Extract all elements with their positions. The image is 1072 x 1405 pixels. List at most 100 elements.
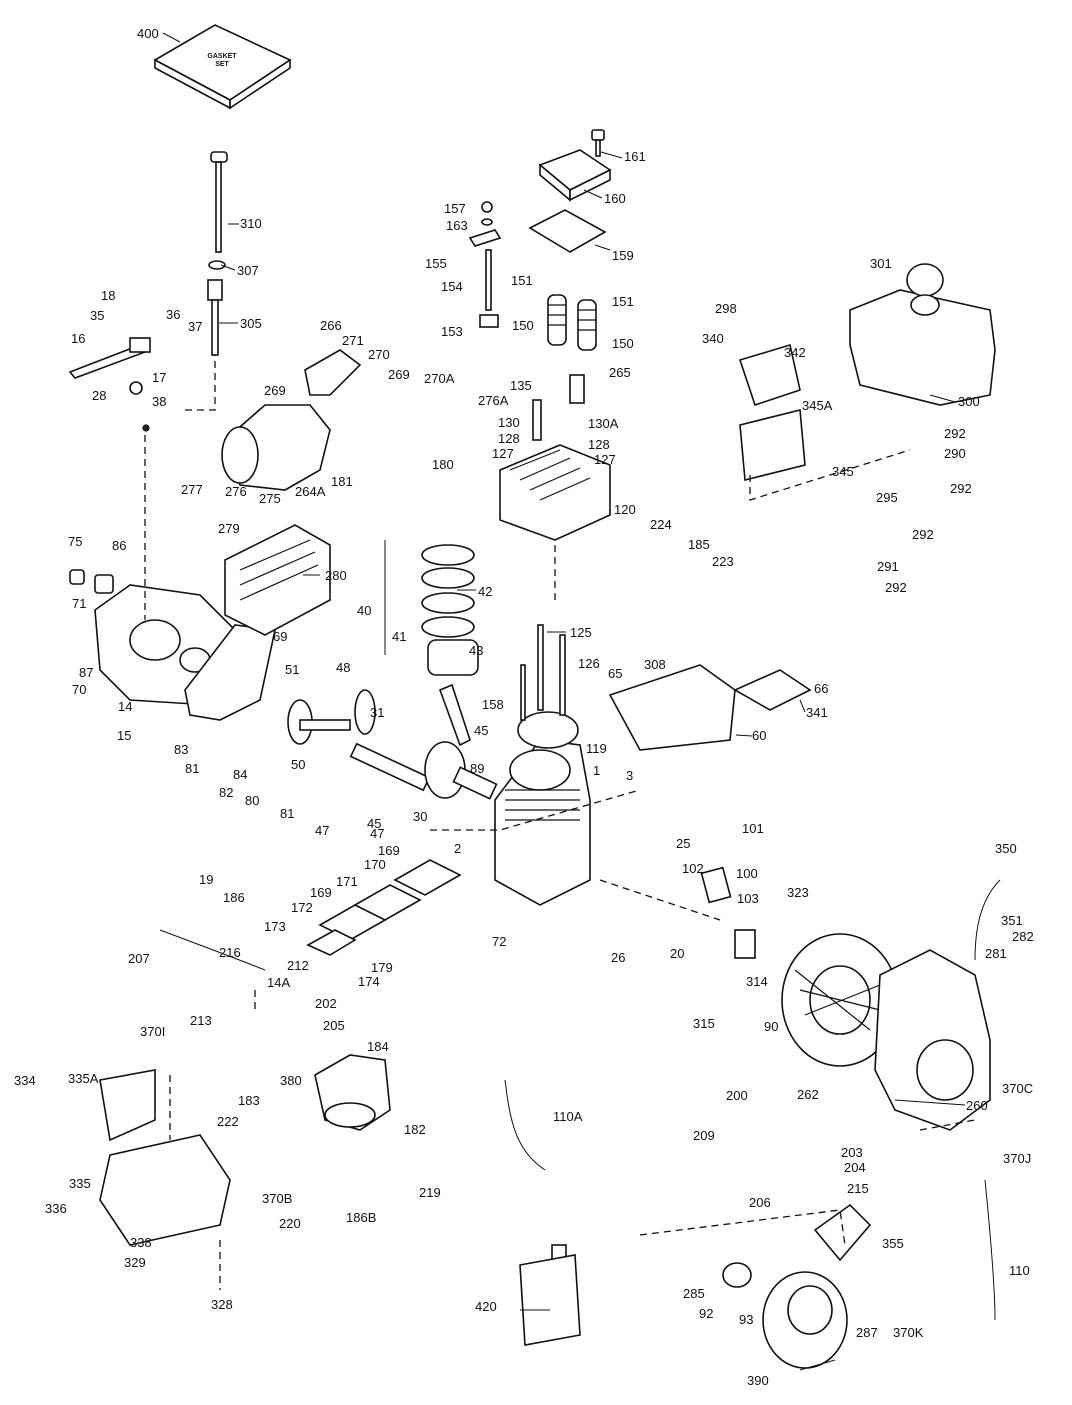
callout: 125 — [570, 625, 592, 640]
callout: 350 — [995, 841, 1017, 856]
gasket-set-box: GASKET SET — [153, 24, 292, 110]
callout: 345 — [832, 464, 854, 479]
piston-assembly — [384, 540, 479, 676]
callout: 315 — [693, 1016, 715, 1031]
callout: 83 — [174, 742, 188, 757]
callout: 130A — [588, 416, 619, 431]
callout: 292 — [885, 580, 907, 595]
callout: 213 — [190, 1013, 212, 1028]
blower-housing — [874, 949, 991, 1131]
callout: 50 — [291, 757, 305, 772]
rocker-arm-assembly — [468, 201, 597, 351]
callout: 182 — [404, 1122, 426, 1137]
callout: 37 — [188, 319, 202, 334]
callout: 35 — [90, 308, 104, 323]
fuel-tank — [849, 263, 996, 406]
callout: 2 — [454, 841, 461, 856]
callout: 380 — [280, 1073, 302, 1088]
callout: 120 — [614, 502, 636, 517]
callout: 157 — [444, 201, 466, 216]
callout: 126 — [578, 656, 600, 671]
callout: 277 — [181, 482, 203, 497]
cylinder-shroud — [224, 524, 331, 636]
callout: 295 — [876, 490, 898, 505]
tank-bracket — [738, 343, 806, 482]
callout: 292 — [944, 426, 966, 441]
callout: 173 — [264, 919, 286, 934]
callout: 127 — [594, 452, 616, 467]
callout: 203 — [841, 1145, 863, 1160]
callout: 81 — [185, 761, 199, 776]
callout: 276 — [225, 484, 247, 499]
callout: 19 — [199, 872, 213, 887]
callout: 351 — [1001, 913, 1023, 928]
callout: 264A — [295, 484, 326, 499]
callout: 329 — [124, 1255, 146, 1270]
muffler — [221, 349, 362, 491]
callout: 300 — [958, 394, 980, 409]
callout: 47 — [315, 823, 329, 838]
connecting-rod — [438, 683, 471, 747]
callout: 282 — [1012, 929, 1034, 944]
callout: 25 — [676, 836, 690, 851]
callout: 128 — [588, 437, 610, 452]
callout: 323 — [787, 885, 809, 900]
callout: 158 — [482, 697, 504, 712]
callout: 269 — [264, 383, 286, 398]
crankcase-gasket — [184, 624, 276, 721]
callout: 172 — [291, 900, 313, 915]
callout: 127 — [492, 446, 514, 461]
callout: 38 — [152, 394, 166, 409]
gasket-box-line1: GASKET — [207, 53, 237, 60]
callout: 151 — [612, 294, 634, 309]
callout: 47 — [370, 826, 384, 841]
callout: 51 — [285, 662, 299, 677]
callout: 275 — [259, 491, 281, 506]
callout: 130 — [498, 415, 520, 430]
callout: 100 — [736, 866, 758, 881]
callout: 155 — [425, 256, 447, 271]
callout: 200 — [726, 1088, 748, 1103]
breather-cover — [528, 129, 612, 253]
air-baffle — [608, 664, 812, 751]
callout: 209 — [693, 1128, 715, 1143]
callout: 84 — [233, 767, 247, 782]
callout: 14 — [118, 699, 132, 714]
callout: 28 — [92, 388, 106, 403]
callout: 154 — [441, 279, 463, 294]
callout: 400 — [137, 26, 159, 41]
callout: 370C — [1002, 1081, 1033, 1096]
callout: 174 — [358, 974, 380, 989]
callout: 215 — [847, 1181, 869, 1196]
callout: 355 — [882, 1236, 904, 1251]
callout: 260 — [966, 1098, 988, 1113]
callout: 335 — [69, 1176, 91, 1191]
callout: 135 — [510, 378, 532, 393]
callout: 202 — [315, 996, 337, 1011]
callout: 150 — [612, 336, 634, 351]
callout-labels: 400 161 160 157 163 159 155 154 151 151 … — [14, 26, 1034, 1388]
callout: 310 — [240, 216, 262, 231]
callout: 183 — [238, 1093, 260, 1108]
recoil-starter — [722, 1203, 872, 1369]
callout: 205 — [323, 1018, 345, 1033]
callout: 308 — [644, 657, 666, 672]
assembly-dashes — [144, 355, 976, 1290]
callout: 93 — [739, 1312, 753, 1327]
callout: 1 — [593, 763, 600, 778]
callout: 220 — [279, 1216, 301, 1231]
callout: 161 — [624, 149, 646, 164]
callout: 81 — [280, 806, 294, 821]
callout: 271 — [342, 333, 364, 348]
callout: 265 — [609, 365, 631, 380]
callout: 276A — [478, 393, 509, 408]
camshaft — [287, 689, 376, 745]
callout: 222 — [217, 1114, 239, 1129]
callout: 30 — [413, 809, 427, 824]
callout: 43 — [469, 643, 483, 658]
callout: 184 — [367, 1039, 389, 1054]
callout: 290 — [944, 446, 966, 461]
callout: 89 — [470, 761, 484, 776]
flywheel — [781, 933, 899, 1067]
callout: 270 — [368, 347, 390, 362]
